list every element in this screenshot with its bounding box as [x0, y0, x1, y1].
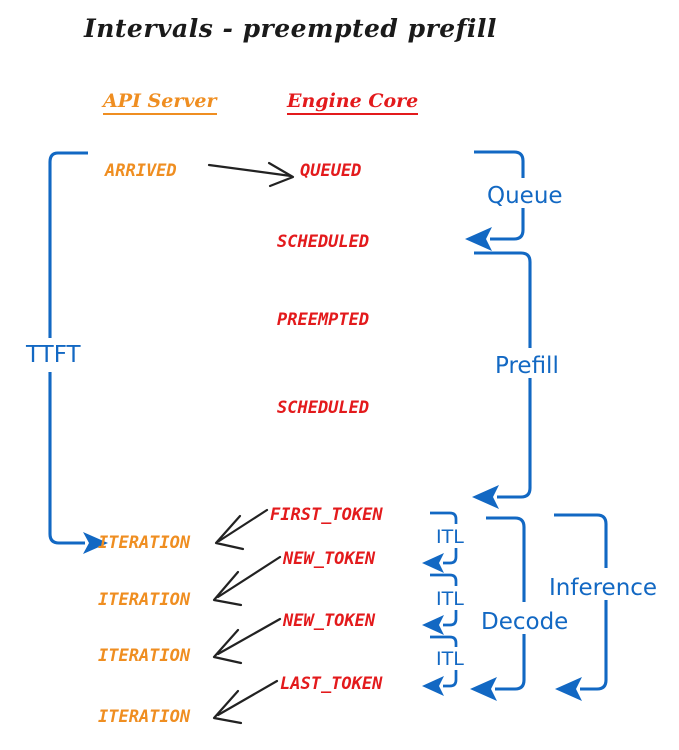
state-first-token: FIRST_TOKEN — [270, 505, 383, 525]
interval-label-prefill: Prefill — [492, 354, 562, 378]
arrow-arrived-to-queued — [207, 161, 295, 188]
state-iteration-4: ITERATION — [98, 707, 191, 727]
interval-label-queue: Queue — [484, 184, 566, 208]
arrow-new-token-to-iteration-3 — [212, 617, 282, 665]
state-queued: QUEUED — [300, 161, 362, 181]
interval-label-inference: Inference — [546, 576, 661, 600]
bracket-prefill — [472, 251, 532, 509]
arrow-first-token-to-iteration-1 — [214, 508, 269, 551]
interval-label-decode: Decode — [478, 610, 572, 634]
state-iteration-2: ITERATION — [98, 590, 191, 610]
state-iteration-3: ITERATION — [98, 646, 191, 666]
page-title: Intervals - preempted prefill — [84, 14, 497, 43]
column-header-engine-core: Engine Core — [287, 90, 419, 115]
state-preempted: PREEMPTED — [277, 310, 370, 330]
state-iteration-1: ITERATION — [98, 533, 191, 553]
interval-label-itl-2: ITL — [434, 588, 466, 610]
state-new-token-1: NEW_TOKEN — [283, 549, 376, 569]
column-header-api-server: API Server — [103, 90, 217, 115]
interval-label-itl-3: ITL — [434, 648, 466, 670]
state-last-token: LAST_TOKEN — [280, 674, 383, 694]
state-scheduled-2: SCHEDULED — [277, 398, 370, 418]
state-arrived: ARRIVED — [105, 161, 177, 181]
interval-label-itl-1: ITL — [434, 526, 466, 548]
arrow-last-token-to-iteration-4 — [212, 679, 279, 725]
state-scheduled-1: SCHEDULED — [277, 232, 370, 252]
interval-label-ttft: TTFT — [23, 343, 84, 367]
state-new-token-2: NEW_TOKEN — [283, 611, 376, 631]
arrow-new-token-to-iteration-2 — [212, 555, 282, 607]
bracket-inference — [554, 513, 608, 701]
